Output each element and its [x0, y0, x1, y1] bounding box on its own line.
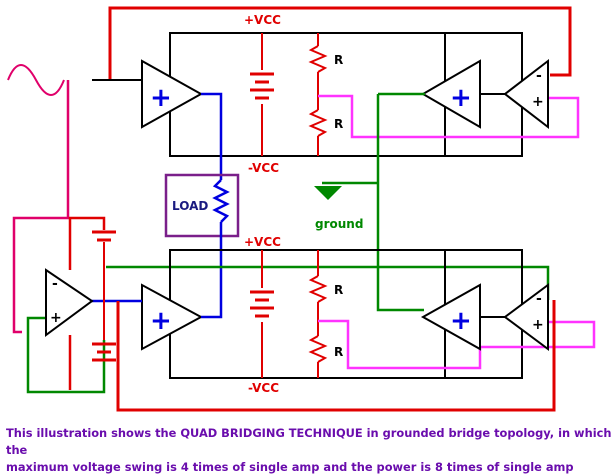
bottom-opamp-minus: -: [536, 291, 542, 307]
ground-arrow: [314, 186, 342, 200]
top-r1-label: R: [334, 53, 343, 67]
bottom-battery-symbol: [250, 290, 274, 318]
bottom-left-amplifier: [141, 283, 204, 351]
ground-wire-main: [376, 183, 424, 312]
load-box: [164, 173, 240, 238]
signal-source-sine: [7, 64, 65, 96]
quad-bridge-schematic: +VCC -VCC R R +VCC -VCC R R LOAD ground …: [7, 6, 596, 412]
bottom-resistor-r2: [308, 335, 328, 363]
bottom-load-wire: [201, 311, 223, 319]
load-resistor: [212, 179, 230, 223]
input-wire: [12, 80, 70, 334]
top-feedback-wire: [318, 94, 580, 139]
bottom-opamp-plus: +: [532, 317, 544, 333]
top-opamp-plus: +: [532, 94, 544, 110]
top-output-wire: [201, 92, 223, 180]
bottom-vcc-neg-label: -VCC: [248, 381, 279, 395]
bottom-right-opamp: [503, 283, 549, 351]
top-resistor-r1: [308, 45, 328, 73]
caption-line-2: maximum voltage swing is 4 times of sing…: [6, 460, 574, 474]
top-right-opamp: [503, 58, 549, 130]
top-resistor-r2: [308, 109, 328, 137]
top-left-amplifier: [141, 59, 204, 129]
top-vcc-pos-label: +VCC: [244, 13, 281, 27]
ground-wire-bus: [106, 265, 550, 300]
load-label: LOAD: [172, 199, 208, 213]
left-battery-top: [92, 230, 116, 242]
bottom-supply-wire: [116, 300, 556, 412]
top-right-amp-plus: +: [450, 83, 472, 113]
bottom-right-amp-plus: +: [450, 306, 472, 336]
bottom-r2-label: R: [334, 345, 343, 359]
ground-wire-left: [26, 316, 106, 394]
left-opamp-plus: +: [50, 310, 62, 326]
left-input-opamp: [45, 268, 94, 337]
bottom-left-amp-plus: +: [150, 306, 172, 336]
top-opamp-minus: -: [536, 68, 542, 84]
ground-label: ground: [315, 217, 363, 231]
caption-line-1: This illustration shows the QUAD BRIDGIN…: [6, 426, 612, 457]
bottom-vcc-pos-label: +VCC: [244, 235, 281, 249]
top-battery-symbol: [250, 72, 274, 100]
top-left-amp-plus: +: [150, 83, 172, 113]
bottom-feedback-wire: [318, 319, 596, 370]
left-supply-wire-top: [68, 216, 106, 270]
left-battery-bottom: [92, 342, 116, 362]
top-vcc-neg-label: -VCC: [248, 161, 279, 175]
top-supply-wire: [108, 6, 572, 80]
bottom-resistor-r1: [308, 275, 328, 303]
top-r2-label: R: [334, 117, 343, 131]
bottom-r1-label: R: [334, 283, 343, 297]
left-opamp-minus: -: [52, 276, 58, 292]
caption: This illustration shows the QUAD BRIDGIN…: [6, 425, 612, 476]
